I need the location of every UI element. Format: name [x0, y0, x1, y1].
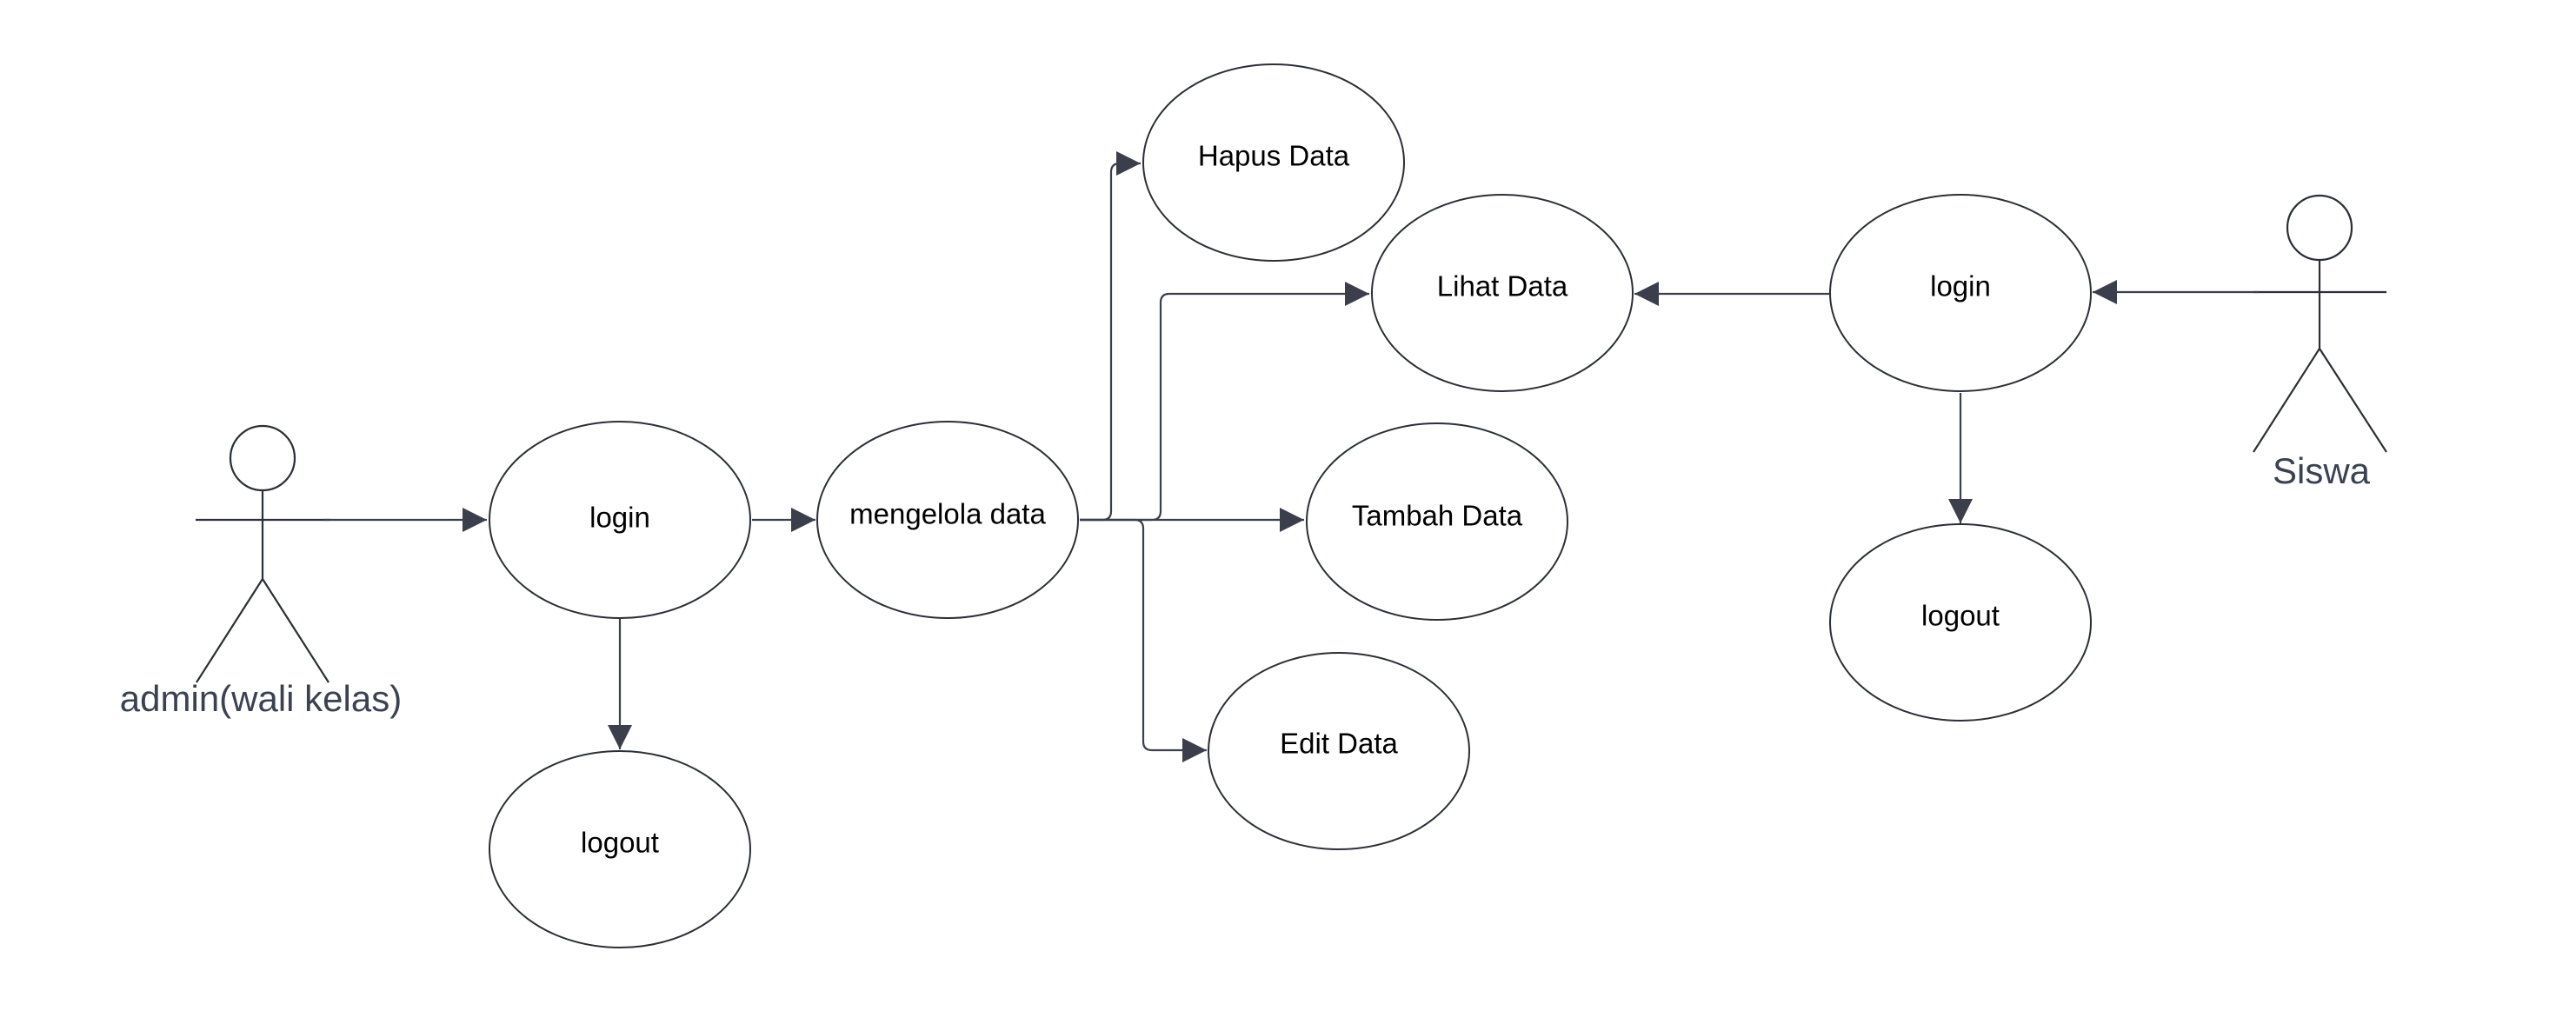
use-case-tambah-data[interactable]: Tambah Data — [1306, 422, 1568, 621]
use-case-hapus-data[interactable]: Hapus Data — [1142, 63, 1405, 262]
connector-to-hapus — [1080, 151, 1141, 522]
use-case-edit-data[interactable]: Edit Data — [1208, 652, 1470, 850]
use-case-lihat-data-label: Lihat Data — [1437, 270, 1568, 303]
actor-admin-left-leg — [196, 578, 263, 683]
actor-siswa-right-leg — [2319, 348, 2387, 453]
actor-siswa-head — [2286, 194, 2353, 262]
actor-admin-right-leg — [262, 578, 329, 683]
use-case-admin-login-label: login — [589, 502, 650, 534]
use-case-admin-login[interactable]: login — [489, 421, 751, 619]
actor-siswa-left-leg — [2253, 348, 2320, 453]
actor-admin-head — [229, 424, 296, 492]
use-case-edit-data-label: Edit Data — [1280, 728, 1398, 760]
use-case-tambah-data-label: Tambah Data — [1352, 500, 1523, 532]
use-case-siswa-logout-label: logout — [1921, 600, 2000, 632]
use-case-mengelola-data-label: mengelola data — [849, 498, 1046, 530]
connector-to-edit — [1080, 518, 1207, 762]
use-case-mengelola-data[interactable]: mengelola data — [816, 421, 1079, 619]
actor-siswa-label: Siswa — [2273, 450, 2371, 491]
use-case-hapus-data-label: Hapus Data — [1198, 140, 1350, 172]
use-case-siswa-login-label: login — [1930, 270, 1991, 303]
use-case-siswa-logout[interactable]: logout — [1829, 523, 2092, 722]
use-case-admin-logout[interactable]: logout — [489, 750, 751, 948]
use-case-siswa-login[interactable]: login — [1829, 194, 2092, 392]
use-case-admin-logout-label: logout — [581, 827, 659, 859]
actor-admin: admin(wali kelas) — [120, 424, 402, 719]
actor-siswa: Siswa — [2253, 194, 2387, 491]
connectors — [323, 151, 2259, 762]
use-case-lihat-data[interactable]: Lihat Data — [1371, 194, 1634, 392]
actor-admin-label: admin(wali kelas) — [120, 678, 402, 719]
